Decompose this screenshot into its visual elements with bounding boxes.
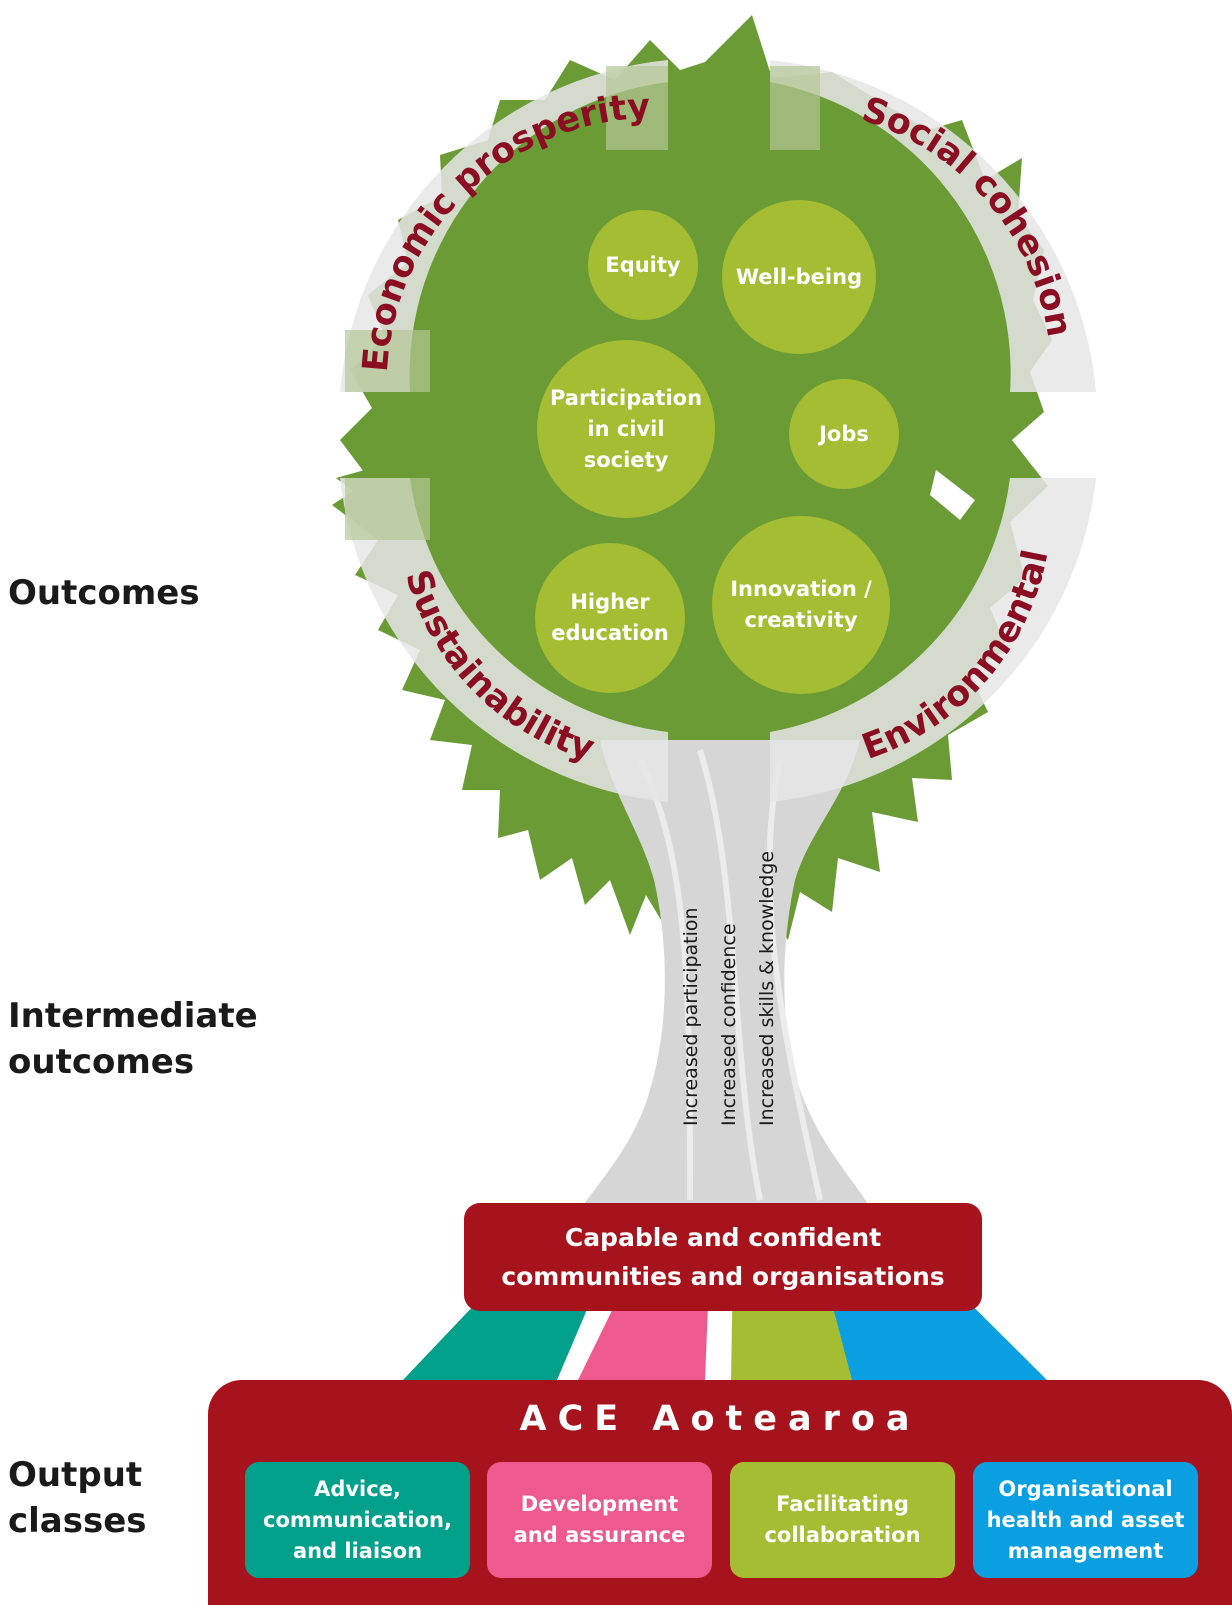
outcome-jobs: Jobs xyxy=(789,379,899,489)
output-card-development: Development and assurance xyxy=(487,1462,712,1578)
output-card-organisational: Organisational health and asset manageme… xyxy=(973,1462,1198,1578)
outcome-higher-education: Higher education xyxy=(535,543,685,693)
trunk-label-confidence: Increased confidence xyxy=(718,923,740,1126)
outcome-well-being: Well-being xyxy=(722,200,876,354)
trunk-streaks xyxy=(637,749,823,1201)
ace-aotearoa-title: ACE Aotearoa xyxy=(519,1399,921,1439)
trunk-label-skills: Increased skills & knowledge xyxy=(756,850,778,1126)
output-card-facilitating: Facilitating collaboration xyxy=(730,1462,955,1578)
side-label-intermediate-outcomes: Intermediate outcomes xyxy=(8,996,258,1082)
outcome-ring-tabs xyxy=(345,66,820,540)
ace-aotearoa-panel: ACE Aotearoa Advice, communication, and … xyxy=(208,1380,1232,1605)
outcome-innovation: Innovation / creativity xyxy=(712,516,890,694)
side-label-outcomes: Outcomes xyxy=(8,573,200,613)
side-label-output-classes: Output classes xyxy=(8,1455,147,1541)
capable-communities-box: Capable and confident communities and or… xyxy=(464,1203,982,1311)
outcome-equity: Equity xyxy=(588,210,698,320)
output-card-advice: Advice, communication, and liaison xyxy=(245,1462,470,1578)
outcome-participation: Participation in civil society xyxy=(537,340,715,518)
trunk-label-participation: Increased participation xyxy=(680,907,702,1126)
